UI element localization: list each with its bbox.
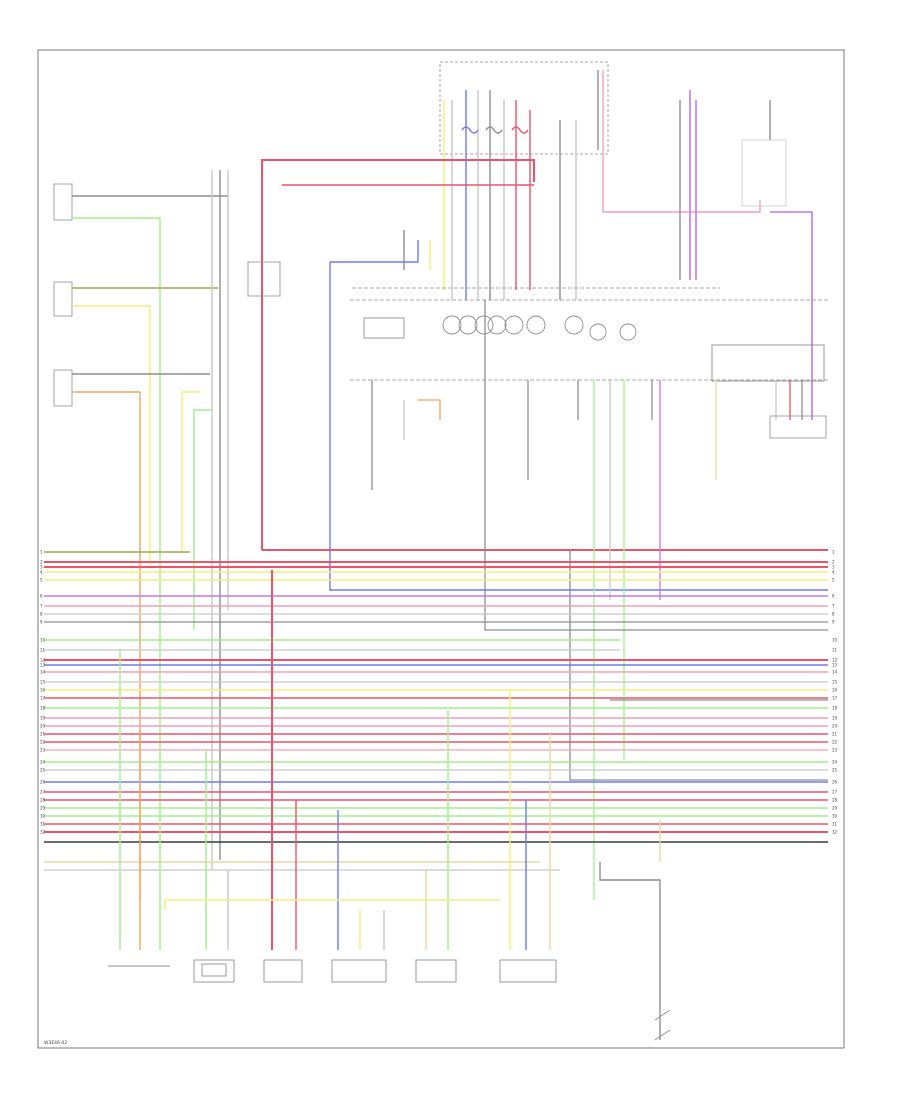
component-3-box (263, 959, 303, 983)
left-pin-label: 32 (40, 830, 46, 835)
top-fuse-section (261, 61, 830, 591)
right-pin-label: 11 (832, 648, 838, 653)
right-pin-label: 31 (832, 822, 838, 827)
left-pin-label: 9 (40, 620, 43, 625)
right-pin-label: 23 (832, 748, 838, 753)
fuse-box-outline (439, 61, 609, 155)
left-pin-label: 30 (40, 814, 46, 819)
bottom-components (108, 959, 671, 1041)
right-pin-label: 3 (832, 565, 835, 570)
right-pin-label: 5 (832, 578, 835, 583)
left-pin-label: 25 (40, 768, 46, 773)
left-pin-label: 18 (40, 706, 46, 711)
component-5-box (415, 959, 457, 983)
right-pin-label: 25 (832, 768, 838, 773)
sensor-box-2 (53, 281, 73, 317)
main-relay-box (741, 139, 787, 207)
left-pin-label: 7 (40, 604, 43, 609)
right-pin-label: 30 (832, 814, 838, 819)
right-pin-label: 1 (832, 550, 835, 555)
right-pin-label: 26 (832, 780, 838, 785)
right-pin-label: 27 (832, 790, 838, 795)
left-pin-label: 13 (40, 663, 46, 668)
right-pin-label: 9 (832, 620, 835, 625)
right-pin-label: 19 (832, 716, 838, 721)
left-pin-label: 15 (40, 680, 46, 685)
right-pin-label: 18 (832, 706, 838, 711)
left-pin-label: 1 (40, 550, 43, 555)
right-pin-label: 20 (832, 724, 838, 729)
left-pin-label: 31 (40, 822, 46, 827)
main-harness (44, 551, 828, 871)
right-pin-label: 28 (832, 798, 838, 803)
diagram-frame (37, 49, 845, 1049)
left-pin-label: 27 (40, 790, 46, 795)
left-pin-label: 8 (40, 612, 43, 617)
component-6-box (499, 959, 557, 983)
right-pin-label: 32 (832, 830, 838, 835)
left-pin-label: 12 (40, 658, 46, 663)
right-pin-label: 15 (832, 680, 838, 685)
right-pin-label: 4 (832, 570, 835, 575)
component-4-box (331, 959, 387, 983)
left-pin-label: 3 (40, 565, 43, 570)
left-pin-label: 19 (40, 716, 46, 721)
left-pin-label: 5 (40, 578, 43, 583)
right-pin-label: 21 (832, 732, 838, 737)
left-pin-label: 6 (40, 594, 43, 599)
left-pin-label: 24 (40, 760, 46, 765)
component-2-box (193, 959, 235, 983)
diagram-corner-code: W3E46-02 (44, 1040, 67, 1046)
sensor-box-1 (53, 183, 73, 221)
right-pin-label: 24 (832, 760, 838, 765)
left-pin-label: 10 (40, 638, 46, 643)
sensor-box-right (769, 415, 827, 439)
left-pin-label: 4 (40, 570, 43, 575)
left-pin-labels: 1234567891011121314151617181920212223242… (40, 550, 46, 835)
left-pin-label: 20 (40, 724, 46, 729)
right-pin-labels: 1234567891011121314151617181920212223242… (832, 550, 838, 835)
left-pin-label: 2 (40, 560, 43, 565)
right-pin-label: 6 (832, 594, 835, 599)
right-pin-label: 17 (832, 696, 838, 701)
bottom-drops (119, 570, 661, 1040)
left-pin-label: 21 (40, 732, 46, 737)
left-pin-label: 26 (40, 780, 46, 785)
left-pin-label: 14 (40, 670, 46, 675)
right-pin-label: 16 (832, 688, 838, 693)
right-pin-label: 10 (832, 638, 838, 643)
combination-meter (363, 315, 825, 382)
right-pin-label: 22 (832, 740, 838, 745)
left-pin-label: 22 (40, 740, 46, 745)
relay-box-left (247, 261, 281, 297)
left-sensors (53, 170, 281, 900)
right-pin-label: 14 (832, 670, 838, 675)
left-pin-label: 28 (40, 798, 46, 803)
left-pin-label: 17 (40, 696, 46, 701)
right-pin-label: 2 (832, 560, 835, 565)
left-pin-label: 29 (40, 806, 46, 811)
sensor-box-3 (53, 369, 73, 407)
right-pin-label: 7 (832, 604, 835, 609)
component-2-inner (201, 963, 227, 977)
right-pin-label: 13 (832, 663, 838, 668)
left-pin-label: 16 (40, 688, 46, 693)
right-pin-label: 29 (832, 806, 838, 811)
right-pin-label: 8 (832, 612, 835, 617)
left-pin-label: 11 (40, 648, 46, 653)
right-pin-label: 12 (832, 658, 838, 663)
left-pin-label: 23 (40, 748, 46, 753)
middle-circuits (371, 300, 828, 900)
